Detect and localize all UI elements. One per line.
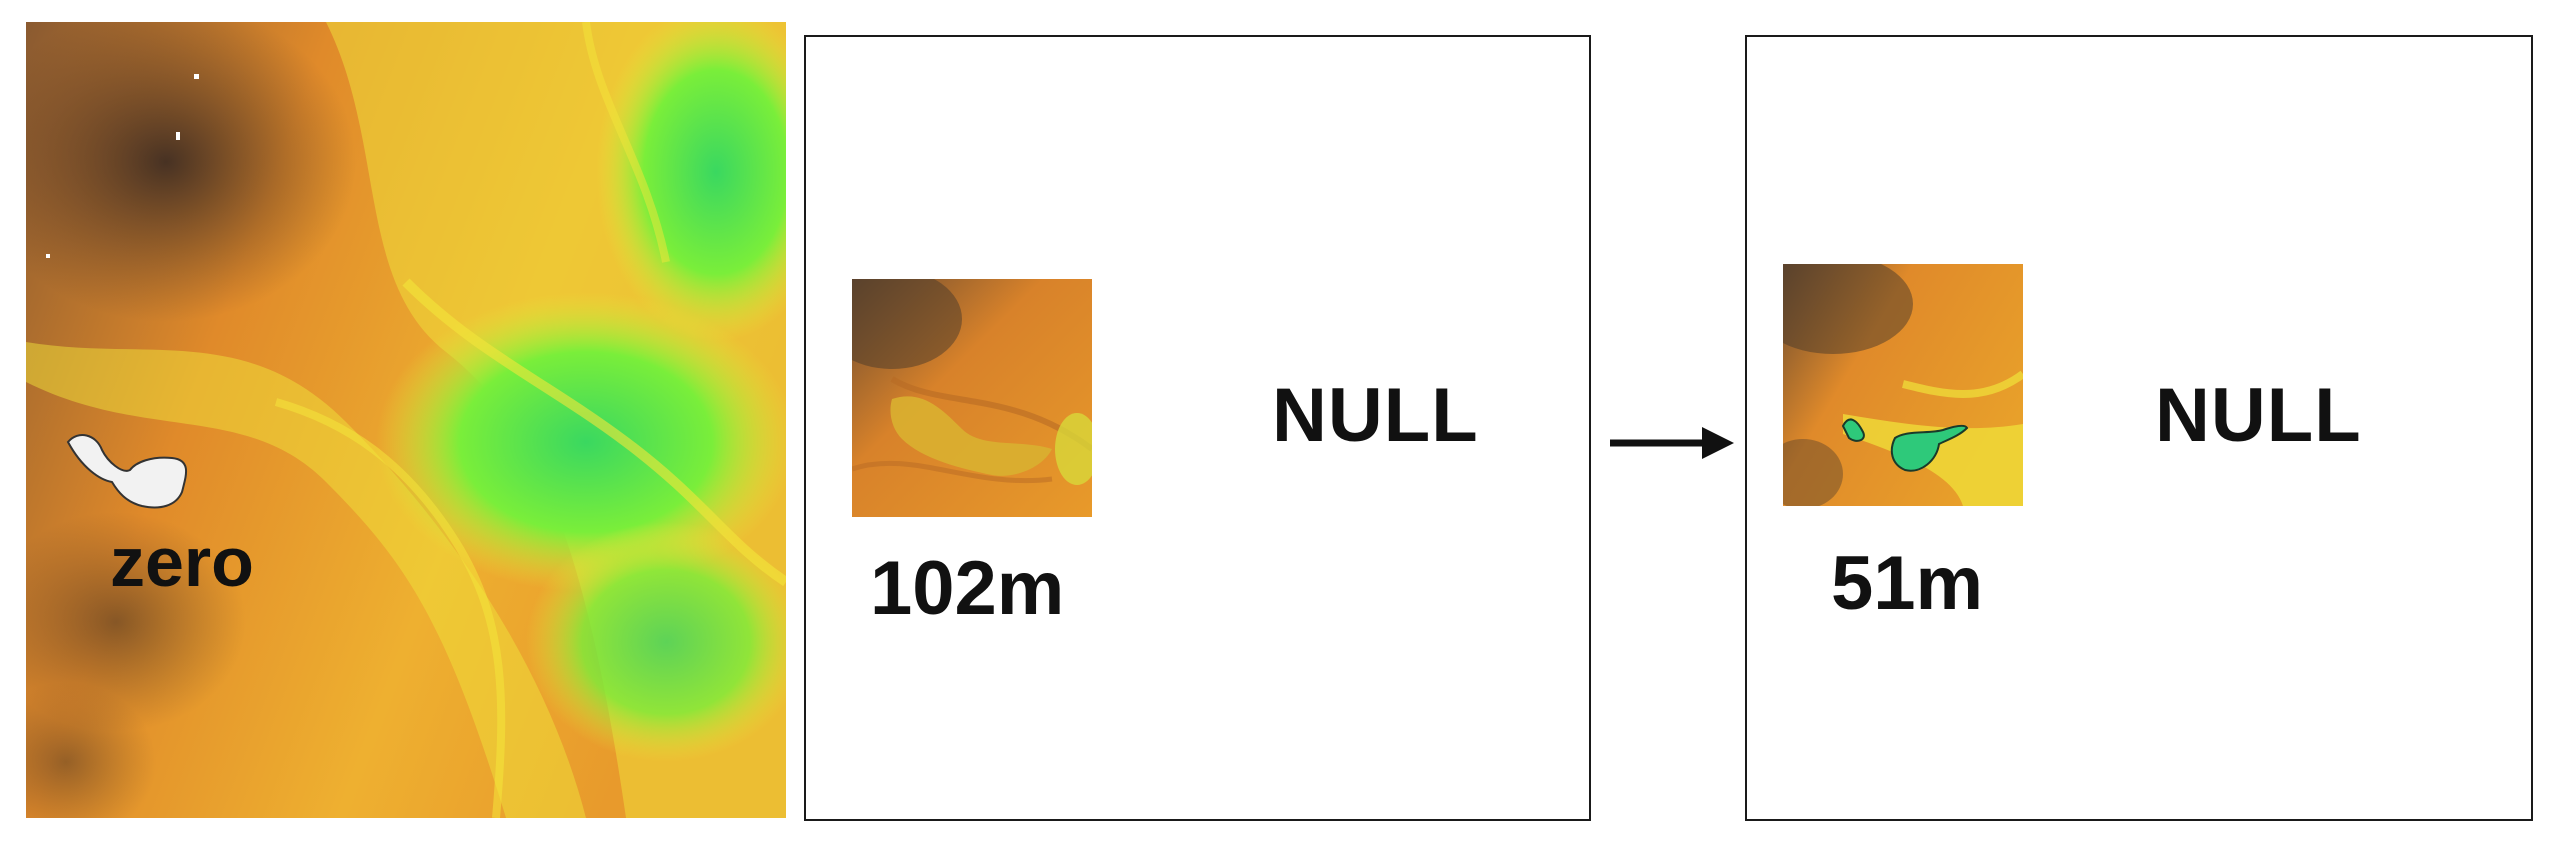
null-label-51m: NULL — [2155, 373, 2362, 458]
elevation-map-graphic — [26, 22, 786, 818]
elevation-thumbnail-102m — [852, 279, 1092, 517]
resolution-label-51m: 51m — [1831, 541, 1984, 626]
zero-label: zero — [110, 523, 254, 601]
null-label-102m: NULL — [1272, 373, 1479, 458]
panel-102m: NULL 102m — [804, 35, 1591, 821]
panel-51m: NULL 51m — [1745, 35, 2533, 821]
elevation-thumbnail-51m — [1783, 264, 2023, 506]
elevation-map-main: zero — [26, 22, 786, 818]
right-arrow-icon — [1610, 425, 1734, 461]
resolution-label-102m: 102m — [870, 546, 1065, 631]
